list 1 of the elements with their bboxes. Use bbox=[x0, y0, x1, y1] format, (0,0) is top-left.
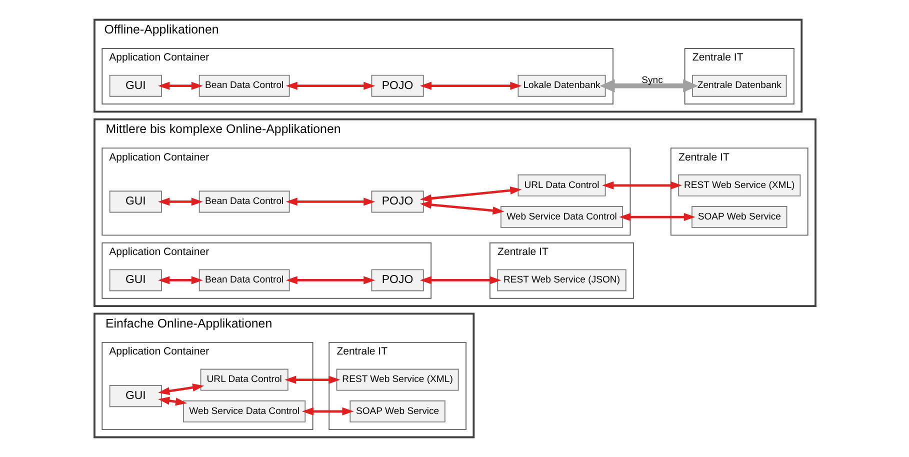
edge-label: Sync bbox=[641, 74, 662, 86]
